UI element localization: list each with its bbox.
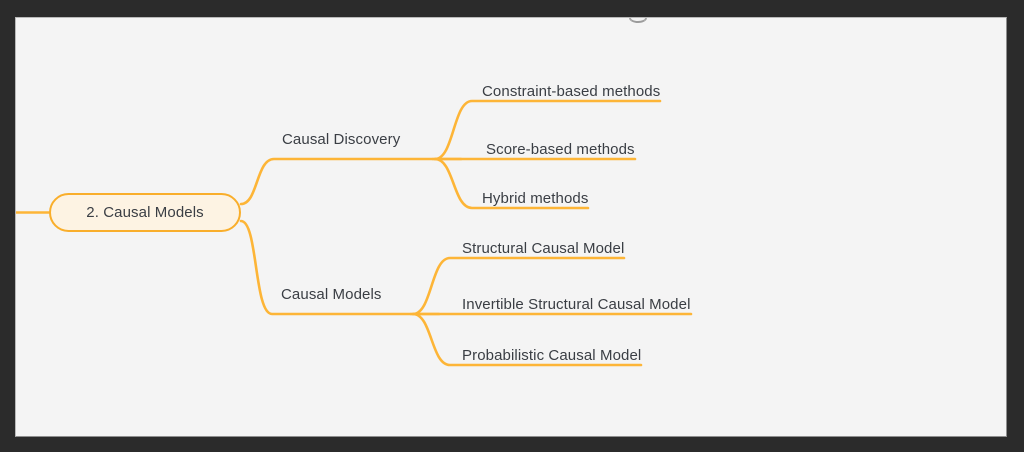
mindmap-root-node[interactable]: 2. Causal Models <box>49 193 241 232</box>
mindmap-leaf-hybrid-methods[interactable]: Hybrid methods <box>482 190 589 207</box>
wire-root-to-branch-1 <box>239 157 435 206</box>
mindmap-branch-causal-models[interactable]: Causal Models <box>281 286 382 303</box>
mindmap-leaf-score-based-methods[interactable]: Score-based methods <box>486 141 635 158</box>
mindmap-leaf-invertible-structural-causal-model[interactable]: Invertible Structural Causal Model <box>462 296 691 313</box>
mindmap-root-label: 2. Causal Models <box>86 204 204 221</box>
mindmap-leaf-structural-causal-model[interactable]: Structural Causal Model <box>462 240 625 257</box>
mindmap-leaf-probabilistic-causal-model[interactable]: Probabilistic Causal Model <box>462 347 642 364</box>
mindmap-leaf-constraint-based-methods[interactable]: Constraint-based methods <box>482 83 661 100</box>
mindmap-branch-causal-discovery[interactable]: Causal Discovery <box>282 131 401 148</box>
cropped-glyph-fragment <box>629 18 647 23</box>
mindmap-canvas[interactable]: 2. Causal Models Causal Discovery Causal… <box>15 17 1007 437</box>
